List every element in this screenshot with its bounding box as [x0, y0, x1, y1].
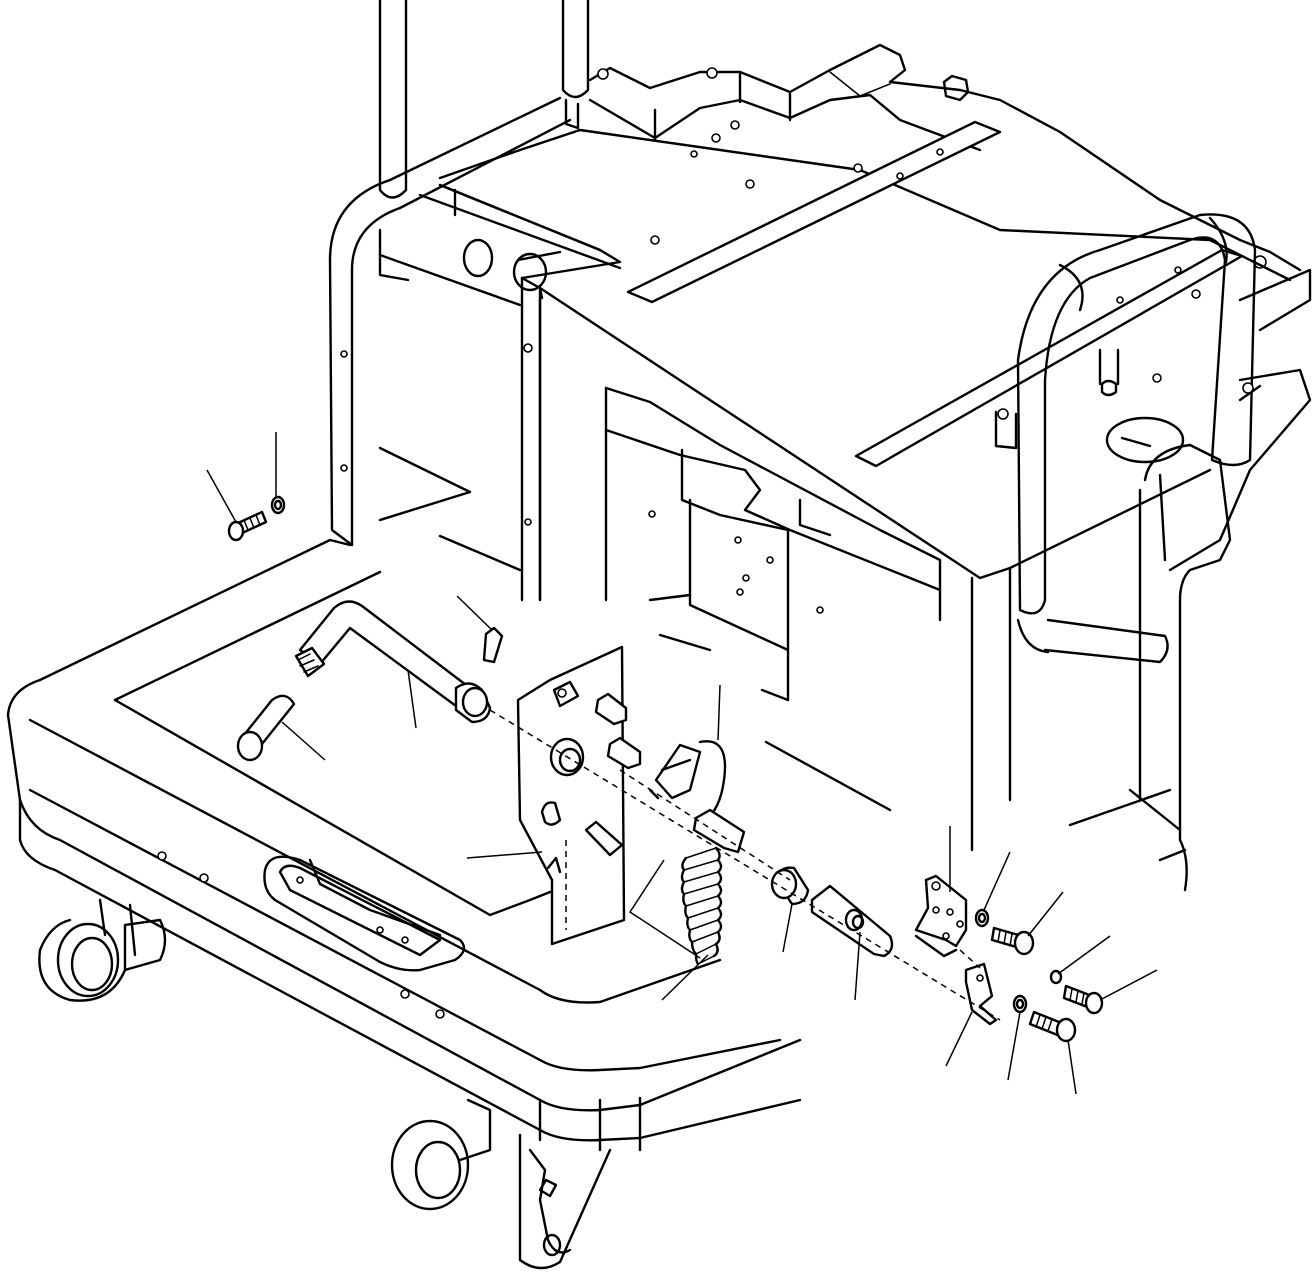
bolt-2 [1062, 984, 1104, 1015]
rear-handle-post [561, 0, 590, 130]
leader-lines [206, 432, 1158, 1095]
rear-frame [588, 43, 1302, 272]
left-handle-rail [328, 0, 572, 547]
side-plate [516, 645, 626, 946]
bushing [770, 866, 810, 906]
bolts [227, 510, 1104, 1043]
mounting-bracket [914, 874, 968, 958]
washers [270, 495, 1063, 1014]
clip [964, 962, 998, 1026]
caster-left [38, 898, 167, 1002]
right-side-frame [1068, 268, 1312, 892]
bolt-1 [990, 926, 1035, 956]
spacers [594, 692, 642, 770]
upper-deck [378, 120, 1292, 852]
center-lines [489, 709, 1001, 1021]
base-platform [6, 446, 892, 1152]
pin [482, 626, 504, 664]
bolt-3 [1028, 1010, 1077, 1043]
spring [680, 846, 723, 966]
caster-right [390, 1098, 612, 1270]
roller-pin [810, 884, 894, 958]
bolt-left [227, 510, 268, 542]
sleeve [236, 694, 296, 762]
top-rails [626, 120, 1244, 468]
right-grab-handle [994, 213, 1257, 664]
hand-crank [294, 600, 492, 724]
